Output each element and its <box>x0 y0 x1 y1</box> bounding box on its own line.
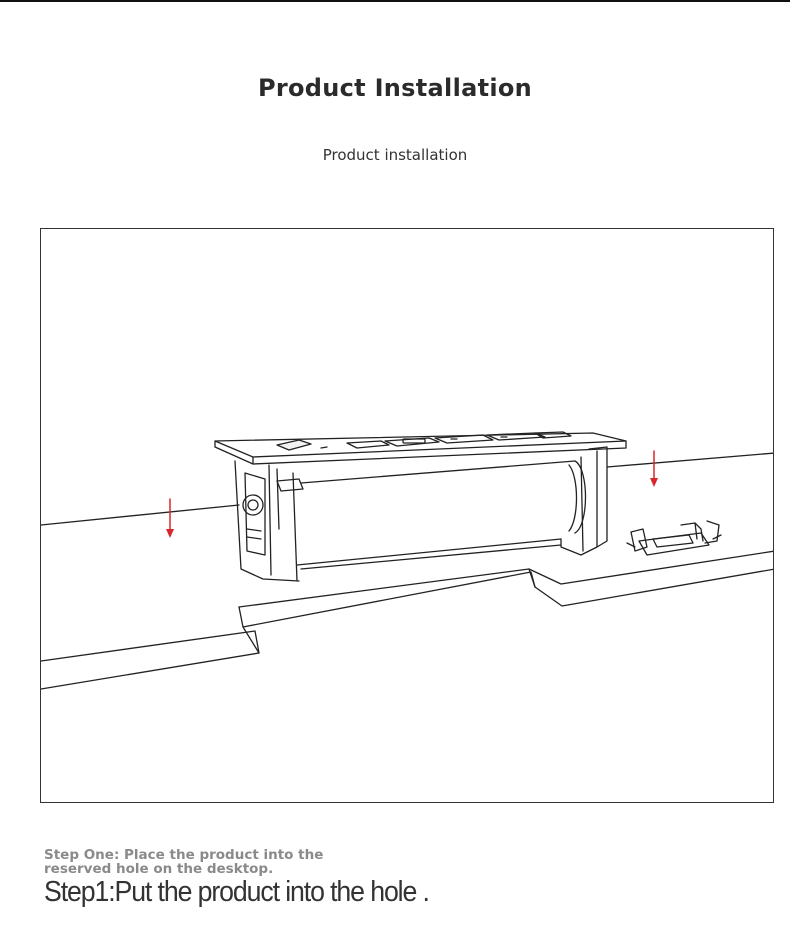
mounting-bracket-illustration <box>626 520 722 556</box>
desktop-surface <box>41 452 773 690</box>
top-divider <box>0 0 790 2</box>
page-subtitle: Product installation <box>322 146 468 164</box>
arrow-down-icon <box>650 450 658 487</box>
arrow-down-icon <box>166 498 174 538</box>
installation-illustration <box>40 228 774 803</box>
step-caption-english: Step One: Place the product into the res… <box>44 847 324 877</box>
step-caption-main: Step1:Put the product into the hole . <box>44 876 430 908</box>
page-title: Product Installation <box>257 74 533 102</box>
desk-socket-illustration <box>214 431 627 582</box>
